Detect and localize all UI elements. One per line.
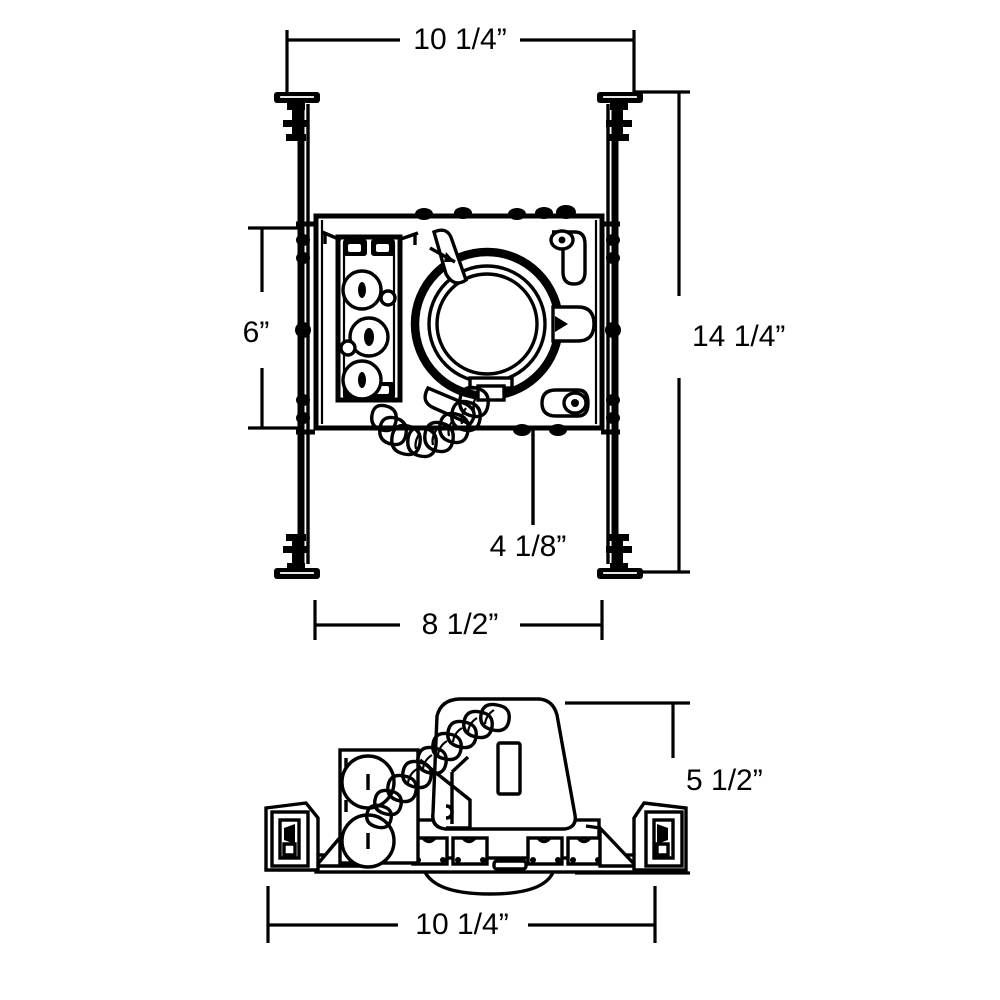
elevation-view: 5 1/2” 10 1/4” bbox=[264, 697, 763, 943]
dim-label-plan-leader: 4 1/8” bbox=[490, 530, 567, 563]
flexible-conduit-side bbox=[365, 702, 511, 830]
conduit-coil-ridges-elev bbox=[406, 709, 495, 784]
dim-plan-left-height: 6” bbox=[243, 226, 298, 430]
junction-box bbox=[321, 230, 419, 403]
conduit-coil-ridges-plan bbox=[414, 393, 479, 450]
plan-view: 10 1/4” 14 1/4” 6” bbox=[243, 23, 786, 641]
housing-can bbox=[431, 697, 601, 831]
t-bar-clip-bottom-left bbox=[274, 534, 320, 579]
mounting-brackets bbox=[540, 229, 590, 418]
dim-label-plan-bottom-width: 8 1/2” bbox=[422, 608, 499, 641]
dim-plan-top-width: 10 1/4” bbox=[285, 23, 636, 98]
junction-box-knockouts bbox=[339, 269, 397, 401]
mounting-bracket-upper bbox=[549, 229, 587, 286]
reflector-aperture bbox=[410, 247, 564, 401]
dim-label-plan-right-height: 14 1/4” bbox=[692, 320, 785, 353]
dim-plan-bottom-width: 8 1/2” bbox=[313, 600, 604, 641]
housing-frame-top-rivets bbox=[415, 205, 576, 220]
dim-label-plan-top-width: 10 1/4” bbox=[413, 23, 506, 56]
bar-hanger-right bbox=[601, 100, 621, 568]
t-bar-clip-top-right bbox=[597, 92, 643, 141]
bar-hanger-left-fasteners bbox=[295, 234, 311, 424]
flexible-conduit bbox=[370, 376, 514, 459]
t-bar-clip-bottom-right bbox=[597, 534, 643, 579]
conduit-coils-plan bbox=[370, 385, 490, 459]
trim-ring bbox=[421, 868, 557, 896]
frame-clip-pockets bbox=[411, 836, 604, 871]
mounting-bracket-lower bbox=[540, 388, 590, 418]
housing-frame-bottom-rivets bbox=[513, 424, 567, 436]
t-bar-clip-top-left bbox=[274, 92, 320, 141]
conduit-connector-plan bbox=[468, 376, 514, 402]
junction-box-wire-leads bbox=[321, 230, 419, 245]
junction-box-side bbox=[338, 748, 420, 869]
junction-box-clamp-top bbox=[343, 239, 395, 256]
dim-label-elev-right-height: 5 1/2” bbox=[686, 764, 763, 797]
dim-label-plan-left-height: 6” bbox=[243, 316, 270, 349]
conduit-coils-elev bbox=[365, 702, 511, 830]
bar-hanger-left bbox=[295, 100, 315, 568]
socket-bracket-left bbox=[264, 801, 320, 872]
socket-bracket-right bbox=[632, 801, 688, 872]
bar-hanger-right-fasteners bbox=[605, 234, 621, 424]
dim-label-elev-bottom-width: 10 1/4” bbox=[415, 908, 508, 941]
dim-elev-bottom-width: 10 1/4” bbox=[266, 886, 657, 943]
dim-plan-right-height: 14 1/4” bbox=[634, 90, 785, 574]
